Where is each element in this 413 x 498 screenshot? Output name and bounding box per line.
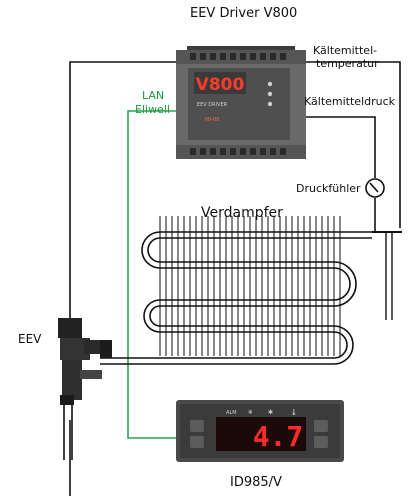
eev-valve [58,318,112,460]
label-kaeltemittel-temp-1: Kältemittel- [313,44,378,57]
lan-wire [127,110,186,439]
label-kaeltemittel-temp-2: temperatur [316,57,379,70]
label-kaeltemitteldruck: Kältemitteldruck [304,95,396,108]
label-lan: LAN [142,89,165,102]
label-eliwell: Eliwell [135,103,170,116]
controller-indicator-alarm: ALM [226,410,237,416]
controller-id985: 4.7 ALM ❄ ✱ 🌡 [176,400,344,462]
label-verdampfer: Verdampfer [201,205,283,221]
driver-sub-text: V8-00 [205,117,220,123]
label-druckfuehler: Druckfühler [296,182,361,195]
driver-brand-text: EEV DRIVER [197,102,228,108]
eev-driver-module: V800 EEV DRIVER V8-00 [176,46,306,159]
label-controller-name: ID985/V [230,475,282,490]
driver-title: EEV Driver V800 [190,6,298,21]
controller-indicator-snowflake: ❄ [248,409,253,416]
driver-display-text: V800 [196,75,245,95]
controller-indicator-fan: ✱ [268,409,273,416]
controller-indicator-thermometer: 🌡 [290,408,298,416]
evaporator-coil [100,216,372,365]
controller-display-value: 4.7 [253,420,304,453]
pressure-sensor-icon [365,178,385,198]
label-eev: EEV [18,332,42,346]
